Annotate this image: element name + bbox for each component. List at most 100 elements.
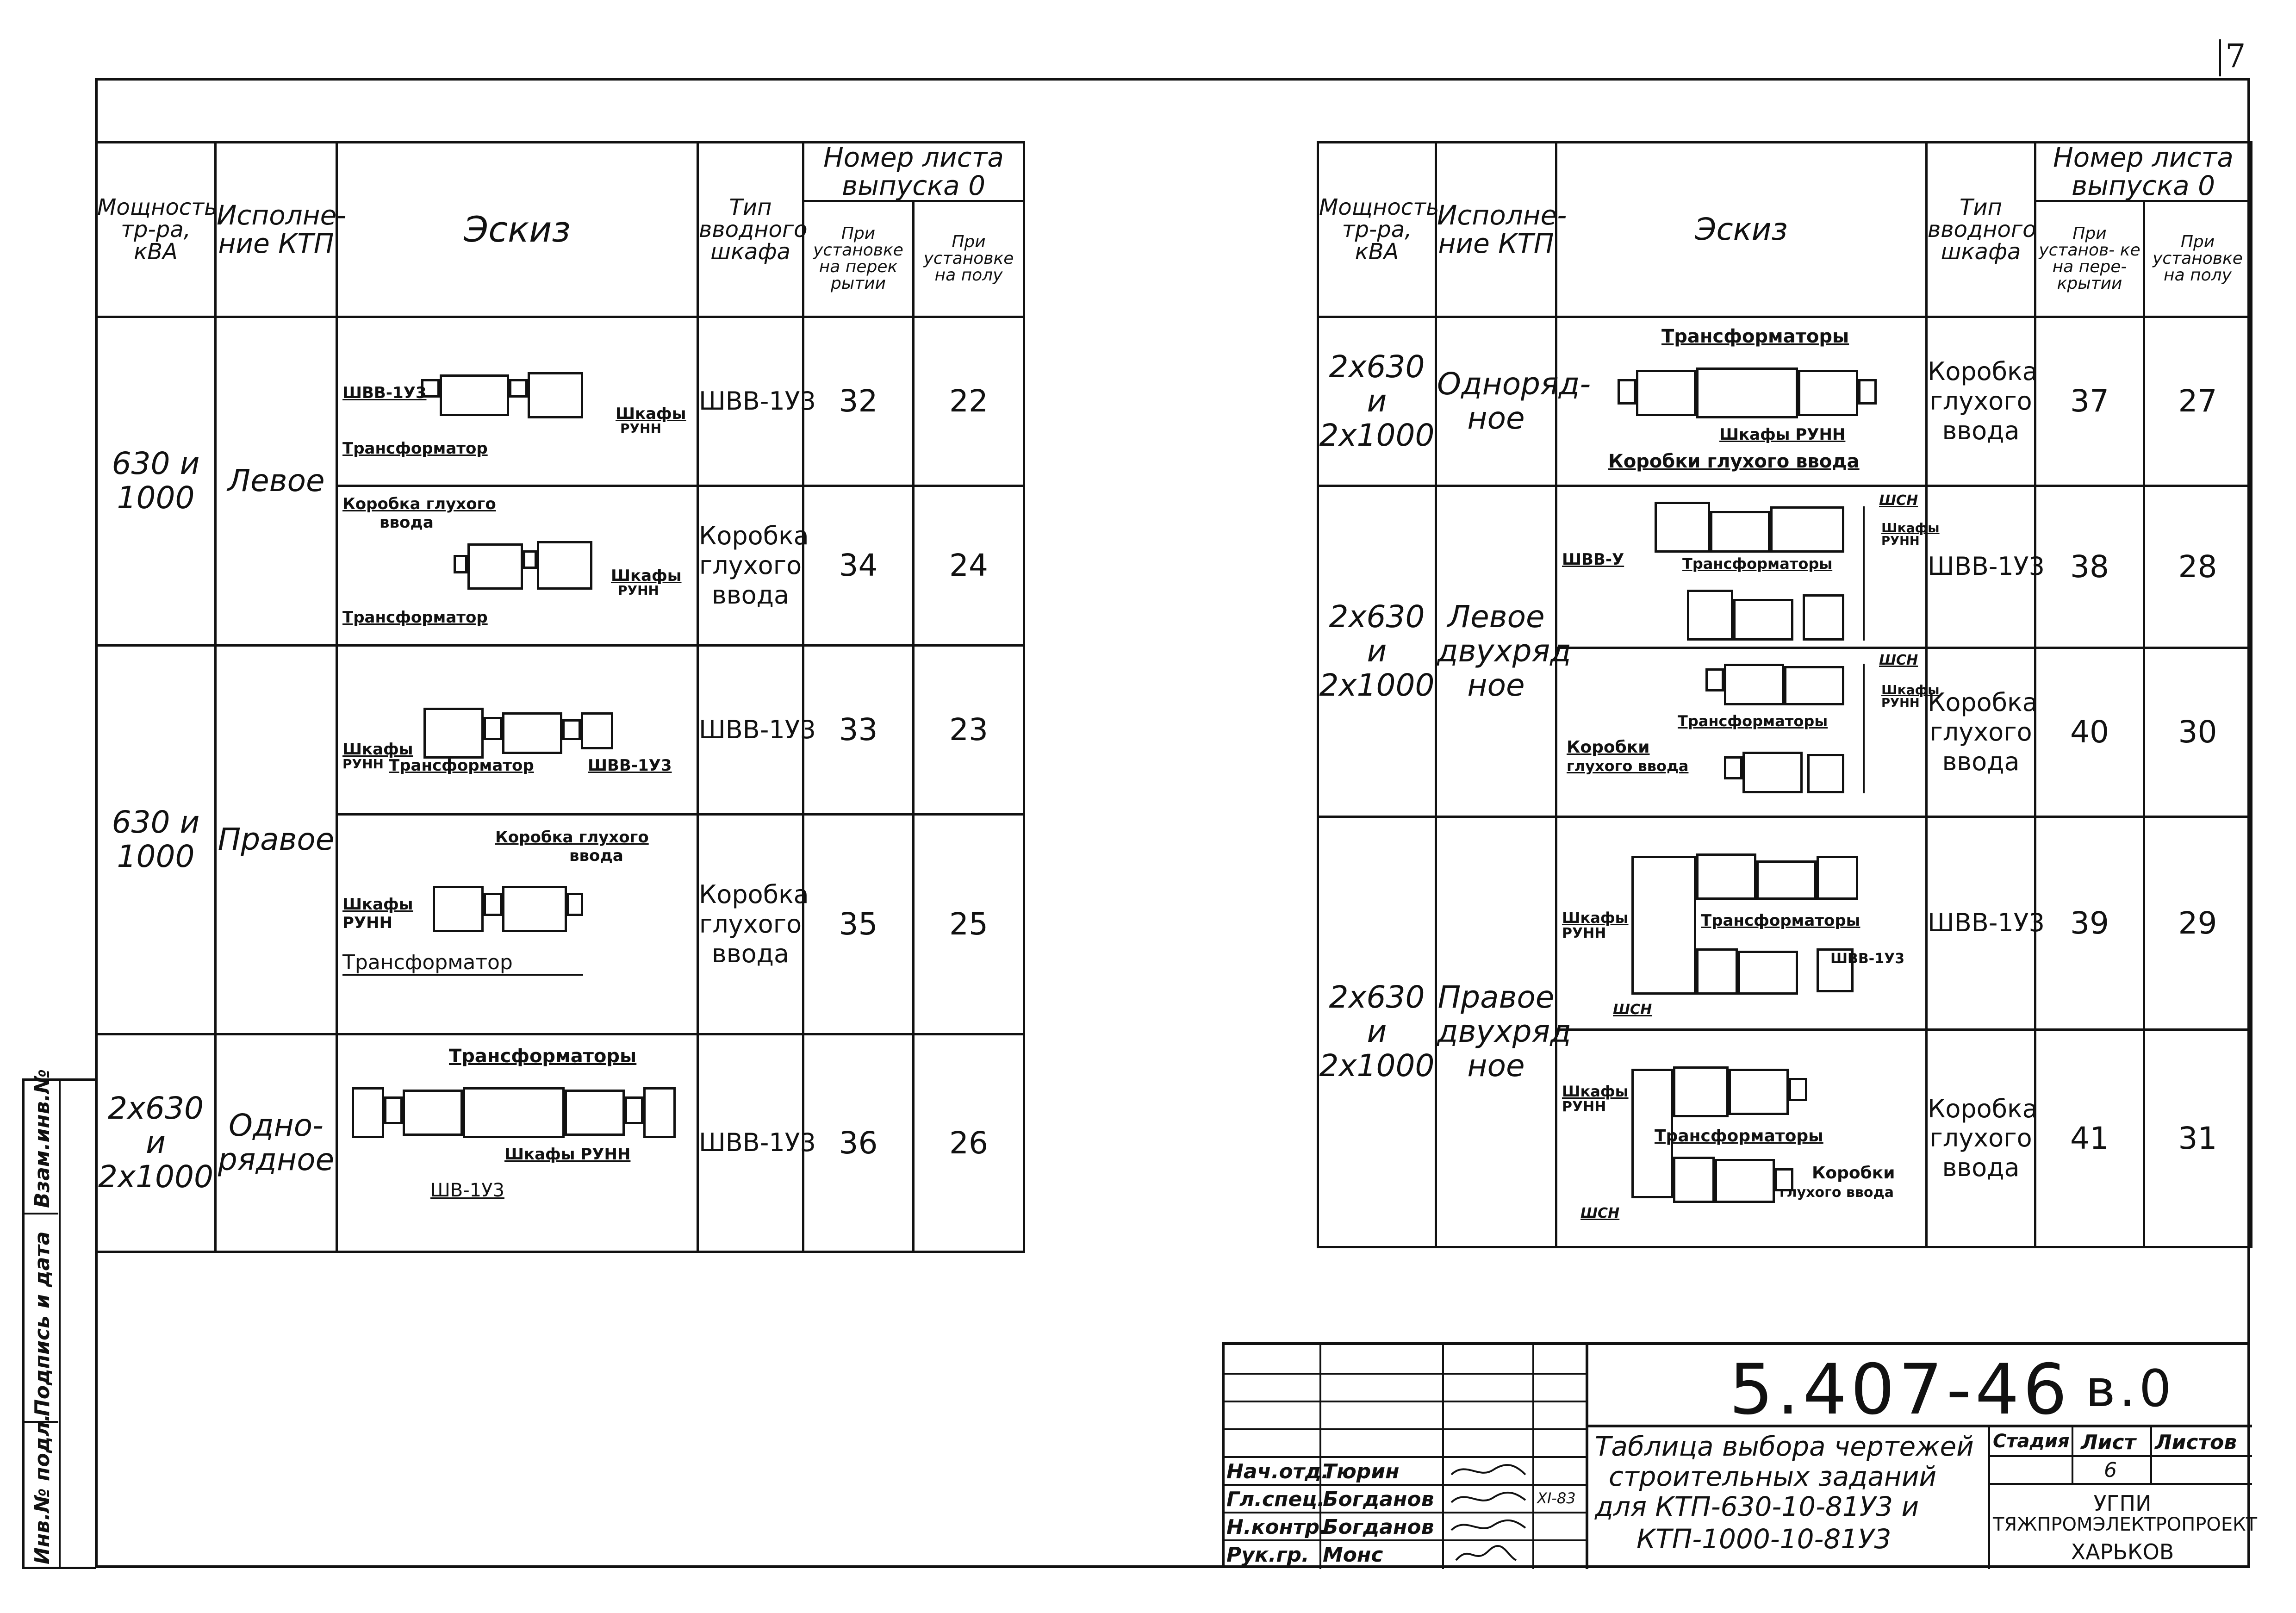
left-header-floor: При установке на полу — [912, 199, 1026, 318]
right-header-power: Мощность тр-ра, кВА — [1317, 141, 1439, 318]
name-1: Тюрин — [1323, 1460, 1400, 1483]
side-stamp-div-2 — [22, 1421, 58, 1423]
right-g3-r1-transformer-2 — [1738, 951, 1798, 995]
right-g2-r2-floor: 30 — [2142, 646, 2253, 818]
left-g1-r1-type: ШВВ-1У3 — [697, 315, 816, 487]
drawing-code: 5.407-46 — [1729, 1350, 2071, 1430]
left-g1-r2-slab: 34 — [802, 484, 915, 647]
left-g1-r1-shvv — [421, 379, 440, 398]
left-g2-r1-floor: 23 — [912, 644, 1026, 816]
right-g3-r2-transformer-1 — [1729, 1069, 1789, 1115]
side-stamp-col-1 — [25, 1081, 61, 1567]
right-g3-r2-runn — [1631, 1069, 1673, 1199]
left-selection-table: Мощность тр-ра, кВА Исполне- ние КТП Эск… — [95, 141, 1026, 1253]
left-g1-r2-runn — [537, 541, 592, 590]
right-g3-r1-transformer-1 — [1696, 853, 1756, 900]
right-g2-r1-slab: 38 — [2034, 484, 2145, 649]
right-g2-execution: Левое двухряд ное — [1435, 484, 1571, 818]
right-g1-transformer-2 — [1798, 370, 1858, 417]
role-1: Нач.отд. — [1226, 1460, 1329, 1483]
right-g3-power: 2х630 и 2х1000 — [1317, 815, 1437, 1248]
right-g3-r1-type: ШВВ-1У3 — [1925, 815, 2045, 1031]
right-g3-r1-slab: 39 — [2034, 815, 2145, 1031]
right-g2-r1-runn-1 — [1770, 506, 1844, 553]
side-stamp-vzam: Взам.инв.№ — [31, 1069, 54, 1208]
right-g2-r2-type: Коробка глухого ввода — [1925, 646, 2038, 818]
right-g3-r2-type: Коробка глухого ввода — [1925, 1028, 2038, 1248]
left-g1-r1-floor: 22 — [912, 315, 1026, 487]
right-header-type: Тип вводного шкафа — [1925, 141, 2036, 318]
right-selection-table: Мощность тр-ра, кВА Исполне- ние КТП Эск… — [1317, 141, 2253, 1248]
left-g3-floor: 26 — [912, 1033, 1026, 1253]
left-g2-r2-slab: 35 — [802, 813, 915, 1035]
left-g2-r2-transformer — [502, 886, 567, 933]
role-4: Рук.гр. — [1226, 1543, 1309, 1567]
left-header-execution: Исполне- ние КТП — [214, 141, 346, 318]
left-g2-power: 630 и 1000 — [95, 644, 217, 1035]
side-stamp-podpis: Подпись и дата — [31, 1231, 54, 1416]
title-line-1: Таблица выбора чертежей — [1595, 1431, 1974, 1462]
left-g1-r2-transformer — [467, 543, 523, 590]
right-header-sheet-no: Номер листа выпуска 0 — [2034, 141, 2253, 202]
right-g2-r1-transformer-2 — [1733, 599, 1793, 641]
right-g2-r1-floor: 28 — [2142, 484, 2253, 649]
name-2: Богданов — [1323, 1488, 1434, 1511]
right-g2-r2-transformer-1 — [1724, 664, 1784, 706]
left-g3-type: ШВВ-1У3 — [697, 1033, 816, 1253]
right-g3-r2-sketch: Шкафы РУНН Трансформаторы Коробки глухог… — [1555, 1028, 1928, 1248]
right-g2-r2-runn-2 — [1807, 754, 1844, 794]
right-g3-r2-floor: 31 — [2142, 1028, 2253, 1248]
right-g1-execution: Однoряд- ное — [1435, 315, 1591, 487]
name-3: Богданов — [1323, 1515, 1434, 1539]
sheet-value: 6 — [2104, 1458, 2117, 1482]
org-line-3: ХАРЬКОВ — [2071, 1539, 2174, 1564]
left-g2-r1-type: ШВВ-1У3 — [697, 644, 816, 816]
left-g2-r2-runn — [433, 886, 484, 933]
left-g1-execution: Левое — [214, 315, 338, 647]
title-line-2: строительных заданий — [1609, 1461, 1937, 1492]
left-g2-r1-transformer — [502, 712, 562, 754]
page-number: 7 — [2225, 37, 2246, 75]
right-g2-r1-transformer-1 — [1710, 511, 1770, 553]
right-header-execution: Исполне- ние КТП — [1435, 141, 1567, 318]
right-g1-floor: 27 — [2142, 315, 2253, 487]
right-g3-r1-shvv — [1817, 948, 1854, 993]
left-g3-transformer-1 — [403, 1090, 463, 1136]
right-g3-r2-slab: 41 — [2034, 1028, 2145, 1248]
left-g2-r1-runn — [423, 708, 484, 759]
sign-date: XI-83 — [1537, 1489, 1576, 1507]
org-line-2: ТЯЖПРОМЭЛЕКТРОПРОЕКТ — [1993, 1514, 2258, 1535]
right-g2-r2-transformer-2 — [1742, 752, 1803, 794]
left-g3-execution: Одно- рядное — [214, 1033, 338, 1253]
left-header-type: Тип вводного шкафа — [697, 141, 807, 318]
sheet-label: Лист — [2081, 1431, 2136, 1454]
sheets-label: Листов — [2155, 1431, 2237, 1454]
left-g3-runn — [463, 1087, 565, 1139]
signatures-image — [1450, 1464, 1526, 1561]
left-g1-r2-sketch: Коробка глухого ввода Шкафы РУНН Трансфо… — [336, 484, 699, 647]
right-header-floor: При установке на полу — [2142, 199, 2253, 318]
right-g1-slab: 37 — [2034, 315, 2145, 487]
right-g1-sketch: Трансформаторы Шкафы РУНН Коробки глухог… — [1555, 315, 1928, 487]
title-block: 5.407-46 в.0 Таблица выбора чертежей стр… — [1222, 1342, 2258, 1569]
left-g1-r1-runn — [528, 372, 583, 419]
left-g1-r2-floor: 24 — [912, 484, 1026, 647]
right-g2-r1-runn-2 — [1803, 594, 1844, 641]
left-g2-r1-sketch: Шкафы РУНН Трансформатор ШВВ-1У3 — [336, 644, 699, 816]
right-g1-transformer-1 — [1636, 370, 1696, 417]
right-g2-r1-sketch: ШСН Шкафы РУНН ШВВ-У Трансформаторы — [1555, 484, 1940, 649]
left-g1-r2-type: Коробка глухого ввода — [697, 484, 809, 647]
left-header-sheet-no: Номер листа выпуска 0 — [802, 141, 1026, 202]
right-g3-r1-floor: 29 — [2142, 815, 2253, 1031]
left-g3-slab: 36 — [802, 1033, 915, 1253]
side-stamp-div-1 — [22, 1213, 58, 1214]
right-g1-type: Коробка глухого ввода — [1925, 315, 2038, 487]
page-number-tick — [2219, 39, 2221, 76]
drawing-issue: в.0 — [2085, 1359, 2175, 1418]
left-g1-r1-slab: 32 — [802, 315, 915, 487]
left-g2-r1-shvv — [581, 712, 613, 750]
org-line-1: УГПИ — [2093, 1491, 2152, 1516]
right-g2-r1-shvv — [1687, 590, 1733, 641]
right-g2-power: 2х630 и 2х1000 — [1317, 484, 1437, 818]
right-g3-r2-transformer-2 — [1715, 1159, 1775, 1203]
